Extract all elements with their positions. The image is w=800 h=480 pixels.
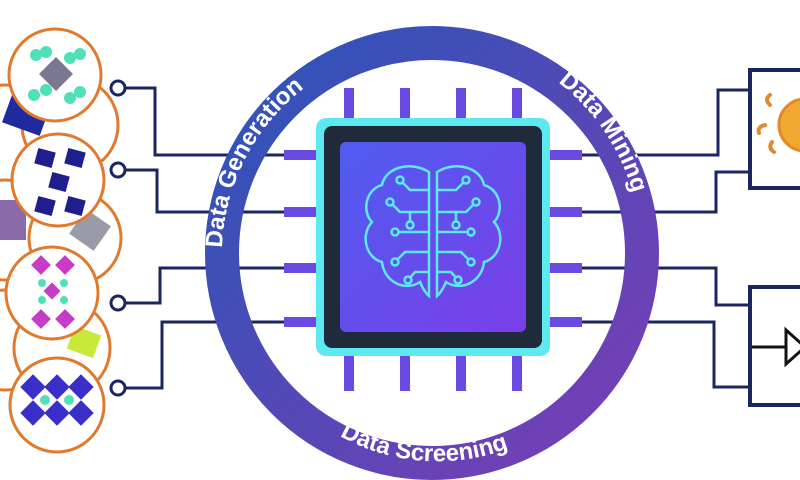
crystal-structure-icon [34, 147, 86, 217]
ai-chip [316, 118, 550, 356]
input-connectors [109, 79, 127, 397]
output-box-diode [748, 285, 800, 407]
output-box-solar [748, 68, 800, 190]
chip-pins [284, 88, 582, 391]
sun-icon [756, 93, 800, 154]
diode-icon [752, 326, 800, 368]
brain-circuit-icon [364, 165, 502, 299]
crystal-structure-icon [20, 374, 94, 426]
crystal-structure-stack [0, 27, 123, 454]
